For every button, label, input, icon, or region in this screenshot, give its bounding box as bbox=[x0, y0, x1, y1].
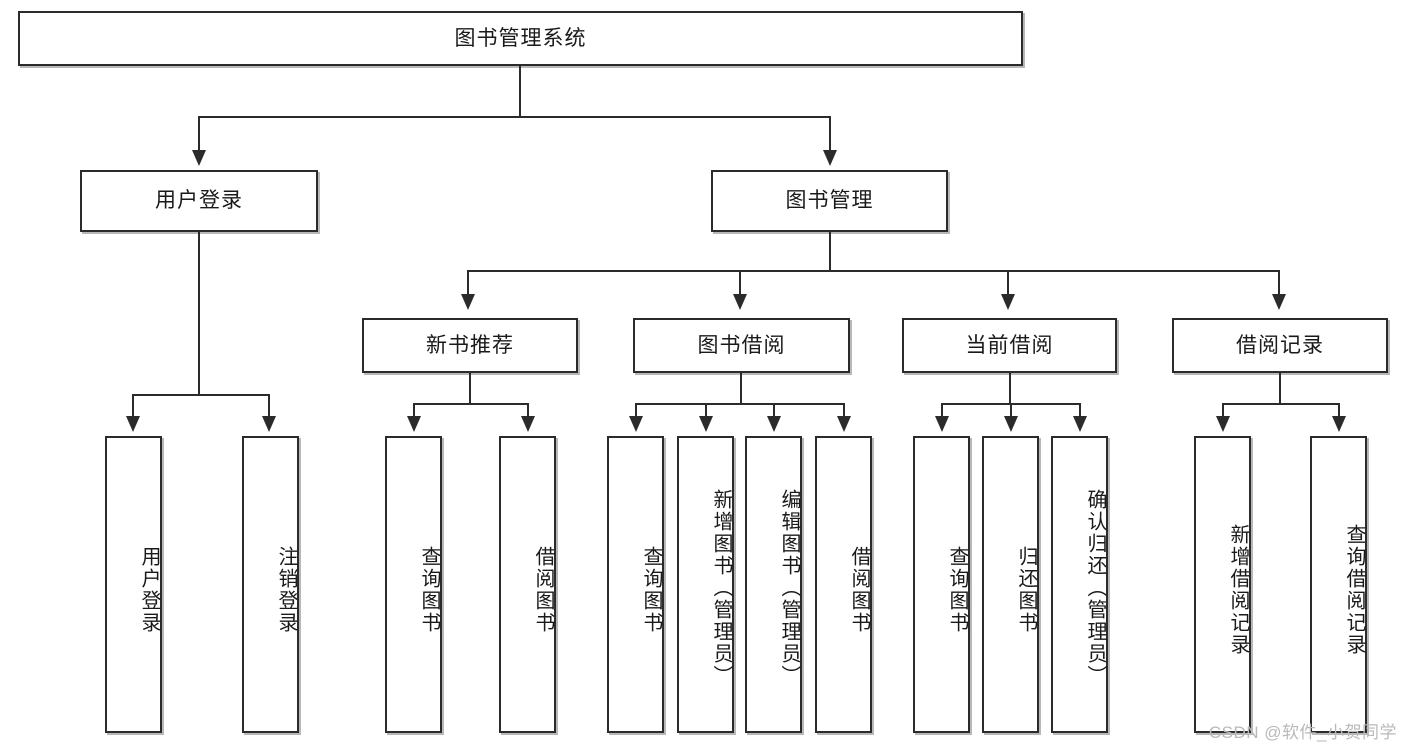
node-root-library-system[interactable]: 图书管理系统 bbox=[18, 11, 1023, 66]
connector-borrow-bus bbox=[635, 403, 845, 405]
connector-borrow-to-leaf-2 bbox=[705, 403, 707, 420]
connector-root-stem bbox=[519, 66, 521, 116]
connector-recommend-to-leaf-1 bbox=[413, 403, 415, 420]
arrowhead-root-to-login bbox=[192, 150, 206, 166]
connector-current-to-leaf-2 bbox=[1010, 403, 1012, 420]
node-label: 借阅图书 bbox=[848, 545, 870, 634]
node-label: 查询图书 bbox=[640, 545, 662, 634]
leaf-logout[interactable]: 注销登录 bbox=[242, 436, 299, 733]
arrowhead-login-to-leaf-1 bbox=[126, 416, 140, 432]
arrowhead-current-to-leaf-3 bbox=[1073, 416, 1087, 432]
connector-root-to-login bbox=[198, 116, 200, 154]
node-book-management[interactable]: 图书管理 bbox=[711, 170, 948, 232]
node-label: 查询借阅记录 bbox=[1343, 523, 1365, 656]
leaf-borrow-edit-book-admin[interactable]: 编辑图书（管理员） bbox=[745, 436, 802, 733]
connector-bookmgmt-to-l3-3 bbox=[1007, 270, 1009, 298]
connector-bookmgmt-bus bbox=[467, 270, 1280, 272]
leaf-recommend-query-book[interactable]: 查询图书 bbox=[385, 436, 442, 733]
arrowhead-root-to-bookmgmt bbox=[823, 150, 837, 166]
arrowhead-record-to-leaf-1 bbox=[1216, 416, 1230, 432]
node-label: 图书借阅 bbox=[697, 333, 786, 357]
node-label: 新增借阅记录 bbox=[1227, 523, 1249, 656]
node-book-borrow[interactable]: 图书借阅 bbox=[633, 318, 850, 373]
arrowhead-bookmgmt-to-l3-4 bbox=[1272, 294, 1286, 310]
leaf-borrow-add-book-admin[interactable]: 新增图书（管理员） bbox=[677, 436, 734, 733]
connector-borrow-to-leaf-4 bbox=[843, 403, 845, 420]
node-new-book-recommend[interactable]: 新书推荐 bbox=[362, 318, 578, 373]
node-label: 用户登录 bbox=[155, 189, 243, 213]
connector-bookmgmt-to-l3-2 bbox=[739, 270, 741, 298]
connector-current-to-leaf-3 bbox=[1079, 403, 1081, 420]
connector-borrow-to-leaf-1 bbox=[635, 403, 637, 420]
connector-login-bus bbox=[132, 394, 268, 396]
node-label: 新增图书（管理员） bbox=[710, 488, 732, 687]
node-label: 注销登录 bbox=[275, 545, 297, 634]
arrowhead-bookmgmt-to-l3-3 bbox=[1001, 294, 1015, 310]
connector-recommend-bus bbox=[413, 403, 527, 405]
connector-record-to-leaf-1 bbox=[1222, 403, 1224, 420]
node-label: 确认归还（管理员） bbox=[1084, 488, 1106, 687]
node-borrow-record[interactable]: 借阅记录 bbox=[1172, 318, 1388, 373]
node-label: 图书管理 bbox=[785, 189, 874, 213]
leaf-record-query-record[interactable]: 查询借阅记录 bbox=[1310, 436, 1367, 733]
arrowhead-recommend-to-leaf-1 bbox=[407, 416, 421, 432]
connector-bookmgmt-to-l3-4 bbox=[1278, 270, 1280, 298]
leaf-borrow-borrow-book[interactable]: 借阅图书 bbox=[815, 436, 872, 733]
connector-borrow-to-leaf-3 bbox=[773, 403, 775, 420]
connector-login-to-leaf-2 bbox=[268, 394, 270, 420]
leaf-record-add-record[interactable]: 新增借阅记录 bbox=[1194, 436, 1251, 733]
arrowhead-bookmgmt-to-l3-2 bbox=[733, 294, 747, 310]
arrowhead-recommend-to-leaf-2 bbox=[521, 416, 535, 432]
connector-root-bus bbox=[198, 116, 831, 118]
arrowhead-current-to-leaf-2 bbox=[1004, 416, 1018, 432]
arrowhead-borrow-to-leaf-1 bbox=[629, 416, 643, 432]
node-current-borrow[interactable]: 当前借阅 bbox=[902, 318, 1117, 373]
node-label: 查询图书 bbox=[418, 545, 440, 634]
node-label: 借阅图书 bbox=[532, 545, 554, 634]
csdn-watermark: CSDN @软件_小贺同学 bbox=[1208, 723, 1397, 742]
node-label: 归还图书 bbox=[1015, 545, 1037, 634]
connector-login-to-leaf-1 bbox=[132, 394, 134, 420]
node-label: 当前借阅 bbox=[965, 333, 1054, 357]
connector-record-stem bbox=[1279, 373, 1281, 403]
arrowhead-bookmgmt-to-l3-1 bbox=[461, 294, 475, 310]
node-label: 查询图书 bbox=[946, 545, 968, 634]
connector-bookmgmt-to-l3-1 bbox=[467, 270, 469, 298]
arrowhead-borrow-to-leaf-3 bbox=[767, 416, 781, 432]
arrowhead-borrow-to-leaf-2 bbox=[699, 416, 713, 432]
connector-borrow-stem bbox=[740, 373, 742, 403]
arrowhead-record-to-leaf-2 bbox=[1332, 416, 1346, 432]
connector-recommend-stem bbox=[469, 373, 471, 403]
arrowhead-borrow-to-leaf-4 bbox=[837, 416, 851, 432]
node-user-login[interactable]: 用户登录 bbox=[80, 170, 318, 232]
connector-current-to-leaf-1 bbox=[941, 403, 943, 420]
leaf-recommend-borrow-book[interactable]: 借阅图书 bbox=[499, 436, 556, 733]
connector-recommend-to-leaf-2 bbox=[527, 403, 529, 420]
node-label: 图书管理系统 bbox=[454, 26, 587, 50]
leaf-current-query-book[interactable]: 查询图书 bbox=[913, 436, 970, 733]
connector-record-bus bbox=[1222, 403, 1338, 405]
arrowhead-login-to-leaf-2 bbox=[262, 416, 276, 432]
connector-record-to-leaf-2 bbox=[1338, 403, 1340, 420]
node-label: 用户登录 bbox=[138, 545, 160, 634]
node-label: 新书推荐 bbox=[426, 333, 514, 357]
connector-root-to-bookmgmt bbox=[829, 116, 831, 154]
connector-current-stem bbox=[1009, 373, 1011, 403]
arrowhead-current-to-leaf-1 bbox=[935, 416, 949, 432]
leaf-current-confirm-return-admin[interactable]: 确认归还（管理员） bbox=[1051, 436, 1108, 733]
leaf-borrow-query-book[interactable]: 查询图书 bbox=[607, 436, 664, 733]
node-label: 编辑图书（管理员） bbox=[778, 488, 800, 687]
connector-login-stem bbox=[198, 232, 200, 394]
node-label: 借阅记录 bbox=[1236, 333, 1324, 357]
connector-bookmgmt-stem bbox=[829, 232, 831, 270]
leaf-user-login[interactable]: 用户登录 bbox=[105, 436, 162, 733]
leaf-current-return-book[interactable]: 归还图书 bbox=[982, 436, 1039, 733]
